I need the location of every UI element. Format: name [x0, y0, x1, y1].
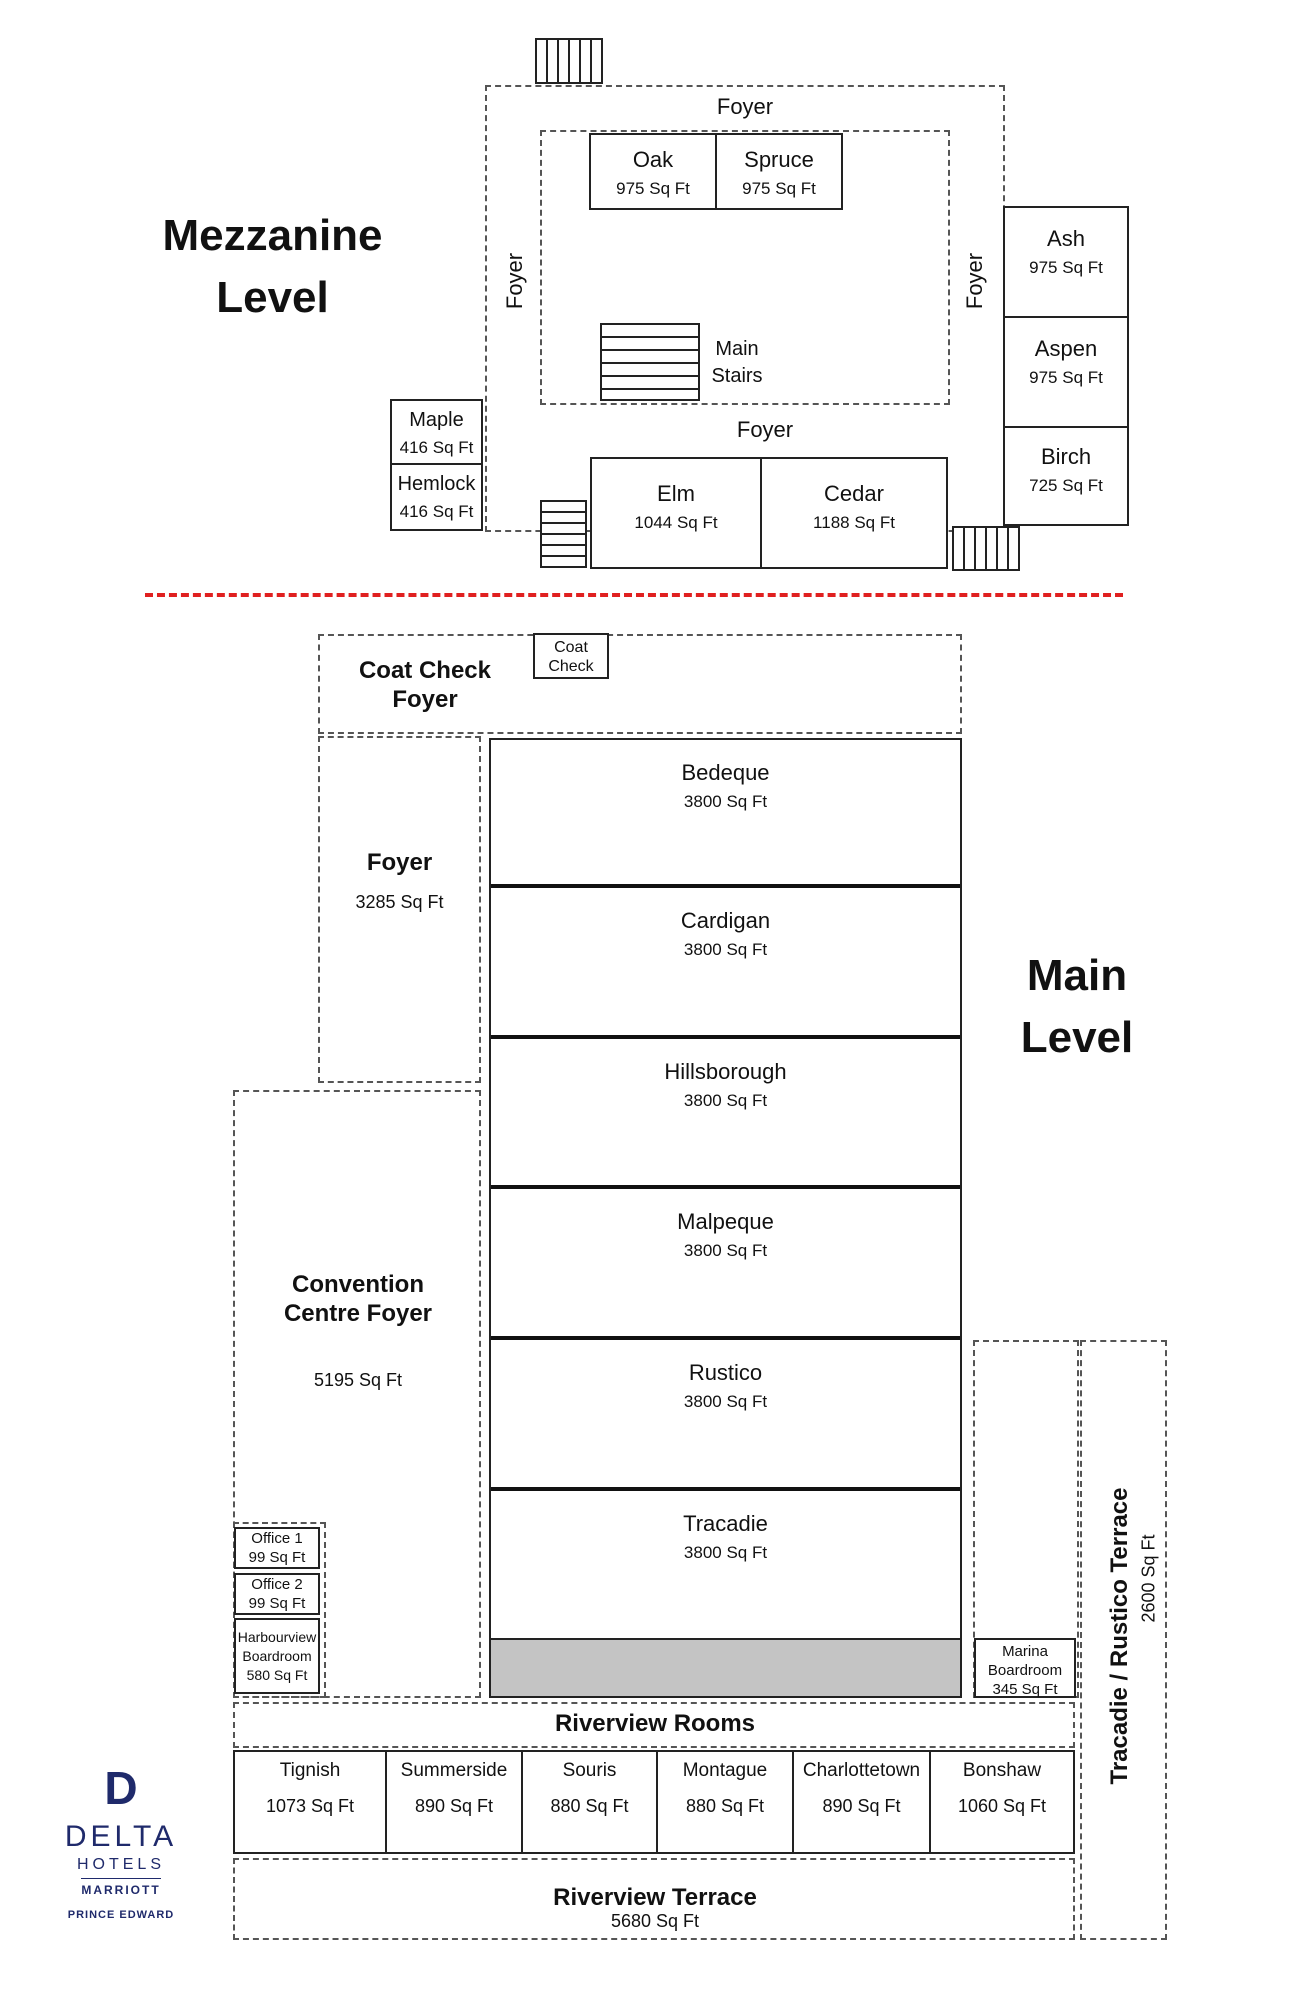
riverview-room-name: Charlottetown [802, 1760, 921, 1781]
tracadie-rustico-terrace[interactable] [1080, 1340, 1167, 1940]
room-spruce[interactable]: Spruce 975 Sq Ft [715, 133, 843, 210]
room-birch[interactable]: Birch 725 Sq Ft [1003, 426, 1129, 526]
riverview-room-summerside[interactable]: Summerside 890 Sq Ft [385, 1752, 521, 1852]
ballroom-block [489, 738, 962, 1698]
riverview-terrace-size: 5680 Sq Ft [610, 1911, 700, 1931]
ballroom-tracadie[interactable]: Tracadie 3800 Sq Ft [491, 1487, 960, 1636]
riverview-terrace[interactable] [233, 1858, 1075, 1940]
riverview-room-size: 890 Sq Ft [822, 1796, 901, 1816]
stairs-bottom-right [952, 526, 1020, 571]
logo-line1: DELTA [64, 1820, 178, 1853]
foyer-area[interactable] [318, 736, 481, 1083]
riverview-room-name: Bonshaw [962, 1760, 1042, 1781]
foyer-top-label: Foyer [716, 94, 774, 119]
ballroom-name: Hillsborough [664, 1059, 787, 1084]
riverview-room-name: Souris [562, 1760, 617, 1781]
convention-foyer-area[interactable] [233, 1090, 481, 1698]
office-1[interactable]: Office 1 99 Sq Ft [234, 1527, 320, 1569]
logo-line3: MARRIOTT [81, 1883, 161, 1897]
tracadie-terrace-name: Tracadie / Rustico Terrace [1106, 1487, 1133, 1785]
convention-foyer-name: Convention Centre Foyer [283, 1271, 433, 1327]
ballroom-name: Bedeque [681, 760, 770, 785]
ballroom-name: Rustico [688, 1360, 763, 1385]
ballroom-bedeque[interactable]: Bedeque 3800 Sq Ft [491, 740, 960, 882]
riverview-room-bonshaw[interactable]: Bonshaw 1060 Sq Ft [929, 1752, 1073, 1852]
ballroom-size: 3800 Sq Ft [683, 792, 768, 811]
marina-boardroom[interactable]: Marina Boardroom 345 Sq Ft [974, 1638, 1076, 1698]
room-cedar[interactable]: Cedar 1188 Sq Ft [760, 457, 948, 569]
ballroom-size: 3800 Sq Ft [683, 1091, 768, 1110]
harbourview-boardroom[interactable]: Harbourview Boardroom 580 Sq Ft [234, 1618, 320, 1694]
riverview-terrace-name: Riverview Terrace [553, 1884, 757, 1911]
convention-foyer-size: 5195 Sq Ft [313, 1370, 403, 1390]
main-stairs-label: Main Stairs [711, 338, 763, 387]
riverview-room-name: Summerside [400, 1760, 508, 1781]
foyer-right-label: Foyer [962, 252, 987, 310]
ballroom-cardigan[interactable]: Cardigan 3800 Sq Ft [491, 884, 960, 1033]
mezzanine-inner-area [540, 130, 950, 405]
ballroom-size: 3800 Sq Ft [683, 940, 768, 959]
room-aspen[interactable]: Aspen 975 Sq Ft [1003, 316, 1129, 428]
riverview-room-souris[interactable]: Souris 880 Sq Ft [521, 1752, 656, 1852]
ballroom-malpeque[interactable]: Malpeque 3800 Sq Ft [491, 1185, 960, 1334]
mezzanine-title: Mezzanine Level [162, 211, 383, 322]
riverview-room-tignish[interactable]: Tignish 1073 Sq Ft [235, 1752, 385, 1852]
riverview-room-size: 890 Sq Ft [414, 1796, 494, 1816]
tracadie-terrace-size: 2600 Sq Ft [1138, 1534, 1159, 1623]
shaded-area [491, 1638, 960, 1696]
riverview-room-charlottetown[interactable]: Charlottetown 890 Sq Ft [792, 1752, 929, 1852]
riverview-room-name: Tignish [279, 1760, 341, 1781]
ballroom-size: 3800 Sq Ft [683, 1543, 768, 1562]
riverview-rooms-label: Riverview Rooms [554, 1710, 756, 1737]
ballroom-rustico[interactable]: Rustico 3800 Sq Ft [491, 1336, 960, 1485]
riverview-room-size: 1060 Sq Ft [957, 1796, 1047, 1816]
riverview-rooms-row [233, 1750, 1075, 1854]
riverview-room-size: 880 Sq Ft [550, 1796, 629, 1816]
logo-divider [81, 1878, 161, 1879]
ballroom-size: 3800 Sq Ft [683, 1241, 768, 1260]
room-maple[interactable]: Maple 416 Sq Ft [390, 399, 483, 465]
office-2[interactable]: Office 2 99 Sq Ft [234, 1573, 320, 1615]
foyer-size: 3285 Sq Ft [355, 892, 444, 912]
ballroom-name: Tracadie [683, 1511, 768, 1536]
logo-line2: HOTELS [76, 1856, 165, 1873]
riverview-rooms-hall [233, 1702, 1075, 1748]
riverview-room-montague[interactable]: Montague 880 Sq Ft [656, 1752, 792, 1852]
stairs-top [535, 38, 603, 84]
level-divider [145, 593, 1123, 597]
coat-check[interactable]: Coat Check [533, 633, 609, 679]
foyer-bottom-label: Foyer [736, 417, 794, 442]
delta-logo: D DELTA HOTELS MARRIOTT PRINCE EDWARD [56, 1762, 186, 1932]
logo-line4: PRINCE EDWARD [67, 1909, 175, 1921]
coat-check-foyer-area [318, 634, 962, 734]
ballroom-hillsborough[interactable]: Hillsborough 3800 Sq Ft [491, 1035, 960, 1183]
room-oak[interactable]: Oak 975 Sq Ft [589, 133, 717, 210]
riverview-room-size: 880 Sq Ft [685, 1796, 765, 1816]
ballroom-size: 3800 Sq Ft [683, 1392, 768, 1411]
ballroom-name: Cardigan [680, 908, 771, 933]
room-ash[interactable]: Ash 975 Sq Ft [1003, 206, 1129, 318]
room-hemlock[interactable]: Hemlock 416 Sq Ft [390, 463, 483, 531]
stairs-bottom-left [540, 500, 587, 568]
main-level-title: Main Level [1020, 951, 1134, 1062]
foyer-name: Foyer [366, 849, 433, 876]
delta-logo-mark-icon: D [104, 1762, 138, 1814]
riverview-room-name: Montague [682, 1760, 768, 1781]
coat-check-foyer-label: Coat Check Foyer [358, 657, 492, 713]
main-stairs-icon [600, 323, 700, 401]
foyer-left-label: Foyer [502, 252, 527, 310]
room-elm[interactable]: Elm 1044 Sq Ft [590, 457, 762, 569]
riverview-room-size: 1073 Sq Ft [265, 1796, 355, 1816]
ballroom-name: Malpeque [677, 1209, 774, 1234]
